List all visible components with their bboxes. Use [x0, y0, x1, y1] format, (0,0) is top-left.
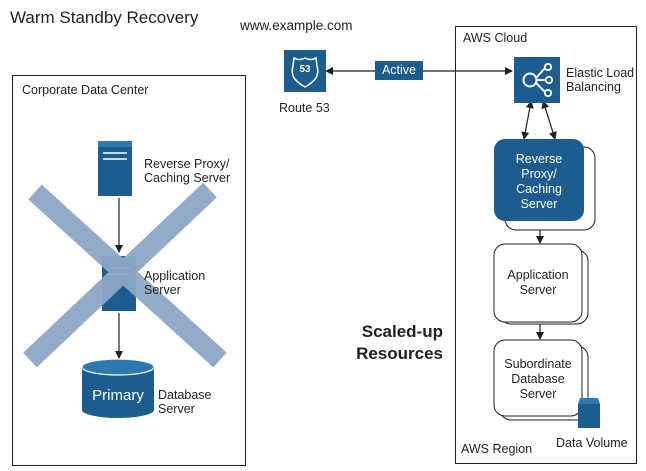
aws-app-front-box	[493, 243, 583, 323]
elb-label-line-1: Elastic Load	[566, 66, 635, 80]
corp-proxy-label-1: Reverse Proxy/	[144, 157, 230, 171]
aws-db-label-1: Subordinate	[504, 357, 572, 371]
aws-db-label-2: Database	[511, 372, 565, 386]
corporate-data-center-title: Corporate Data Center	[22, 83, 149, 97]
aws-proxy-front-box	[494, 139, 584, 221]
corp-app-label-2: Server	[144, 283, 181, 297]
elastic-load-balancing-icon	[514, 57, 560, 103]
scaled-up-label-2: Resources	[356, 344, 443, 363]
aws-db-label-3: Server	[519, 387, 557, 401]
corp-db-label-1: Database	[158, 388, 212, 402]
aws-proxy-label: Reverse Proxy/ Caching Server	[494, 152, 584, 212]
aws-proxy-label-3: Caching	[516, 182, 562, 196]
route53-icon	[284, 50, 326, 92]
aws-cloud-box	[455, 26, 637, 464]
failure-cross	[23, 182, 227, 368]
corp-proxy-label-2: Caching Server	[144, 171, 231, 185]
corporate-data-center-box	[12, 75, 246, 466]
diagram-title: Warm Standby Recovery	[10, 8, 199, 27]
corp-db-label-2: Server	[158, 402, 195, 416]
aws-proxy-label-4: Server	[520, 197, 558, 211]
aws-db-label: Subordinate Database Server	[494, 357, 582, 402]
data-volume-icon	[578, 398, 600, 428]
scaled-up-label-1: Scaled-up	[361, 322, 443, 341]
aws-cloud-title: AWS Cloud	[463, 31, 528, 45]
aws-app-label-2: Server	[519, 283, 557, 297]
aws-proxy-label-2: Proxy/	[521, 167, 557, 181]
primary-db-label: Primary	[92, 387, 144, 404]
route53-label: Route 53	[279, 101, 330, 115]
elb-proxy-arrow-right	[541, 100, 557, 140]
aws-app-label-1: Application	[507, 268, 569, 282]
route53-badge-text: 53	[299, 64, 311, 75]
aws-proxy-label-1: Reverse	[515, 152, 563, 166]
corp-app-label-1: Application	[144, 269, 206, 283]
primary-database-icon	[81, 358, 155, 418]
corporate-proxy-server-icon	[98, 141, 132, 196]
aws-region-label: AWS Region	[461, 442, 533, 456]
aws-db-front-box	[493, 339, 583, 417]
active-label: Active	[381, 63, 417, 77]
elb-proxy-arrow-left	[521, 100, 534, 140]
active-badge	[375, 61, 423, 80]
data-volume-label: Data Volume	[556, 436, 628, 450]
url-label: www.example.com	[240, 18, 353, 33]
aws-app-label: Application Server	[494, 268, 582, 298]
elb-label-line-2: Balancing	[566, 80, 621, 94]
